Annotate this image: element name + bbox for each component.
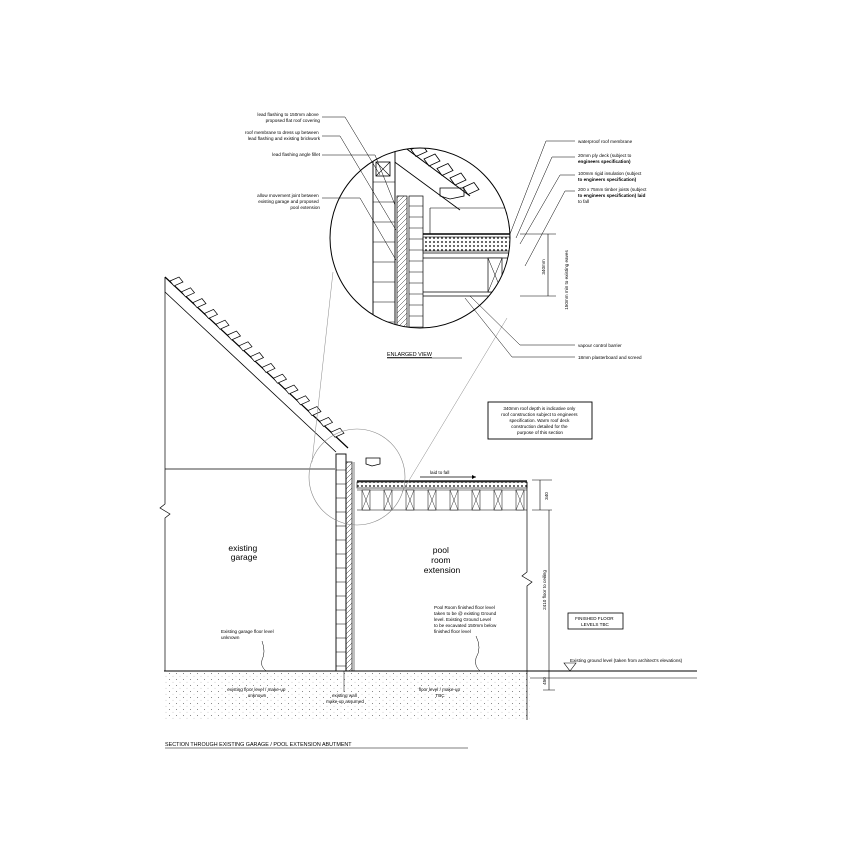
below-ground-wall-note: existing wall make-up assumed [326,693,364,704]
right-note-1: waterproof roof membrane [578,139,633,144]
flat-roof [356,480,528,511]
pool-floor-note: Pool Room finished floor level taken to … [434,605,498,634]
garage-label: existing garage [228,543,259,562]
main-section: laid to fall 340 2410 floor to ceiling 4… [159,271,697,720]
left-note-2: roof membrane to dress up between lead f… [245,130,321,141]
right-note-4: 200 x 75mm timber joists (subject to eng… [578,187,648,204]
finished-floor-box [567,612,624,630]
floor-to-ceiling-dim: 2410 floor to ceiling [542,570,547,610]
plasterboard-note: 18mm plasterboard and screed [578,355,642,360]
below-ground-garage-note: existing floor level / make-up unknown [227,687,287,698]
existing-roof [164,276,349,453]
pool-right-wall [521,510,533,720]
enlarged-view-label: ENLARGED VIEW [387,352,433,358]
vapour-barrier-note: vapour control barrier [578,343,622,348]
laid-to-fall-label: laid to fall [430,470,449,475]
roof-depth-dim: 340 [544,492,549,500]
below-ground-pool-note: floor level / make-up TBC [419,687,462,698]
enlarged-view: 340mm 150mm min to existing eaves lead f… [245,112,648,360]
roof-depth-note-text: 340mm roof depth is indicative only roof… [501,406,579,435]
right-note-2: 20mm ply deck (subject to engineers spec… [578,153,633,164]
wall-blocks [336,469,346,667]
left-note-3: lead flashing angle fillet [272,152,320,157]
left-note-4: allow movement joint between existing ga… [257,193,320,210]
gutter [365,457,381,467]
left-note-1: lead flashing to 150mm above proposed fl… [257,112,320,123]
level-marker-icon [563,662,577,672]
garage-left-wall [159,292,171,671]
ground-hatch [164,673,530,719]
roof-depth-note-box [487,401,593,440]
existing-wall [335,453,347,672]
pool-wall-lining [345,461,353,672]
detail-circle-enlarged [329,147,511,329]
enlarged-eaves-dim: 150mm min to existing eaves [564,250,569,310]
pool-room-label: pool room extension [424,545,461,575]
slab-dim: 450 [542,677,547,685]
ground-level-note: Existing ground level (taken from archit… [570,658,683,663]
garage-floor-note: Existing garage floor level unknown [221,629,275,640]
finished-floor-text: FINISHED FLOOR LEVELS TBC [575,616,615,627]
drawing-title: SECTION THROUGH EXISTING GARAGE / POOL E… [165,742,352,748]
enlarged-depth-dim: 340mm [541,259,546,274]
detail-circle-small [308,428,406,526]
right-note-3: 100mm rigid insulation (subject to engin… [578,171,643,182]
